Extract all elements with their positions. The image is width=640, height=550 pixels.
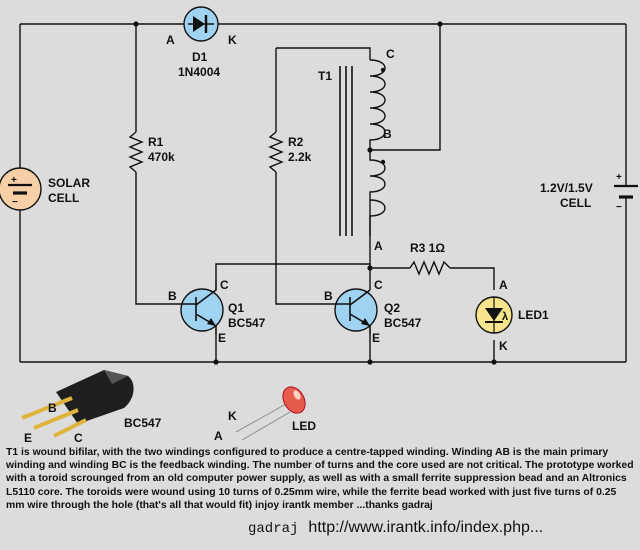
r3-zigzag: [409, 260, 451, 276]
junction-dots: [133, 21, 497, 365]
transformer-pin-c: C: [386, 47, 395, 61]
q2-part: BC547: [384, 316, 422, 330]
led-cathode-label: K: [499, 339, 508, 353]
solar-plus-sign: +: [11, 175, 17, 186]
diode-triangle-icon: [193, 16, 205, 32]
led-package-body: [282, 386, 306, 414]
battery-cell: + − 1.2V/1.5V CELL: [540, 172, 638, 213]
r2-zigzag: [268, 131, 284, 173]
wire-r2-to-q2-base: [275, 172, 332, 305]
q2-emitter-arrow-icon: [361, 318, 370, 326]
phase-dot-c: [380, 67, 386, 73]
solar-label-line1: SOLAR: [48, 176, 90, 190]
resistor-r1: R1 470k: [128, 131, 175, 173]
r2-name: R2: [288, 135, 304, 149]
led-package-label: LED: [292, 419, 316, 433]
q2-base-label: B: [324, 289, 333, 303]
diode-cathode-label: K: [228, 33, 237, 47]
resistor-r3: R3 1Ω: [409, 241, 451, 276]
r3-label: R3 1Ω: [410, 241, 445, 255]
solar-cell: + − SOLAR CELL: [0, 167, 90, 211]
led-triangle-icon: [485, 308, 503, 321]
transformer-t1: T1 C B A: [318, 47, 395, 253]
winding-ab-upper: [369, 150, 386, 200]
battery-minus-sign: −: [616, 202, 622, 213]
r2-value: 2.2k: [288, 150, 312, 164]
solar-label-line2: CELL: [48, 191, 79, 205]
bc547-pin-e: E: [24, 431, 32, 445]
bc547-pin-c: C: [74, 431, 83, 445]
winding-ab-lower: [369, 199, 386, 236]
q1-body: [180, 288, 224, 332]
led-pin-a: A: [214, 429, 223, 443]
q2-collector-label: C: [374, 278, 383, 292]
r1-value: 470k: [148, 150, 175, 164]
diode-name: D1: [192, 50, 208, 64]
diode-anode-label: A: [166, 33, 175, 47]
circuit-diagram: A K D1 1N4004 R1 470k R2 2.2k R3 1Ω T1 C…: [0, 6, 638, 445]
q1-base-label: B: [168, 289, 177, 303]
phase-dot-b: [380, 159, 386, 165]
transistor-q1: B C E Q1 BC547: [168, 278, 266, 345]
wire-t1-b-to-top: [370, 24, 441, 151]
q2-body: [334, 288, 378, 332]
q1-emitter-label: E: [218, 331, 226, 345]
solar-minus-sign: −: [12, 197, 18, 208]
r1-zigzag: [128, 131, 144, 173]
diode-d1: A K D1 1N4004: [166, 6, 237, 79]
bc547-package: B E C BC547: [21, 370, 162, 445]
transistor-q2: B C E Q2 BC547: [324, 278, 422, 345]
led-package: K A LED: [214, 386, 316, 443]
footer: gadraj http://www.irantk.info/index.php..…: [248, 519, 543, 537]
caption-text: T1 is wound bifilar, with the two windin…: [6, 447, 634, 511]
bc547-package-label: BC547: [124, 416, 162, 430]
url-link[interactable]: http://www.irantk.info/index.php...: [308, 519, 544, 536]
wire-t1-c-to-r2: [276, 47, 371, 60]
bc547-pin-b: B: [48, 401, 57, 415]
author-name: gadraj: [248, 521, 299, 537]
transformer-pin-a: A: [374, 239, 383, 253]
led-d2: λ A K LED1: [475, 278, 549, 353]
q2-emitter-label: E: [372, 331, 380, 345]
battery-plus-sign: +: [616, 172, 622, 183]
led-name: LED1: [518, 308, 549, 322]
q2-name: Q2: [384, 301, 400, 315]
wire-r3-to-led: [450, 267, 495, 290]
battery-label-line1: 1.2V/1.5V: [540, 181, 593, 195]
resistor-r2: R2 2.2k: [268, 131, 312, 173]
q1-name: Q1: [228, 301, 244, 315]
wire-q1c-to-q2c: [215, 263, 371, 290]
led-pin-k: K: [228, 409, 237, 423]
led-lambda-icon: λ: [502, 311, 508, 323]
solar-cell-body: [0, 167, 42, 211]
wire-r1-to-q1-base: [135, 172, 180, 305]
transformer-core: [339, 66, 353, 236]
q1-emitter-arrow-icon: [207, 318, 216, 326]
winding-bc: [369, 59, 386, 150]
q1-collector-label: C: [220, 278, 229, 292]
transformer-pin-b: B: [383, 127, 392, 141]
r1-name: R1: [148, 135, 164, 149]
diode-part: 1N4004: [178, 65, 220, 79]
transformer-name: T1: [318, 69, 332, 83]
battery-label-line2: CELL: [560, 196, 591, 210]
led-anode-label: A: [499, 278, 508, 292]
q1-part: BC547: [228, 316, 266, 330]
